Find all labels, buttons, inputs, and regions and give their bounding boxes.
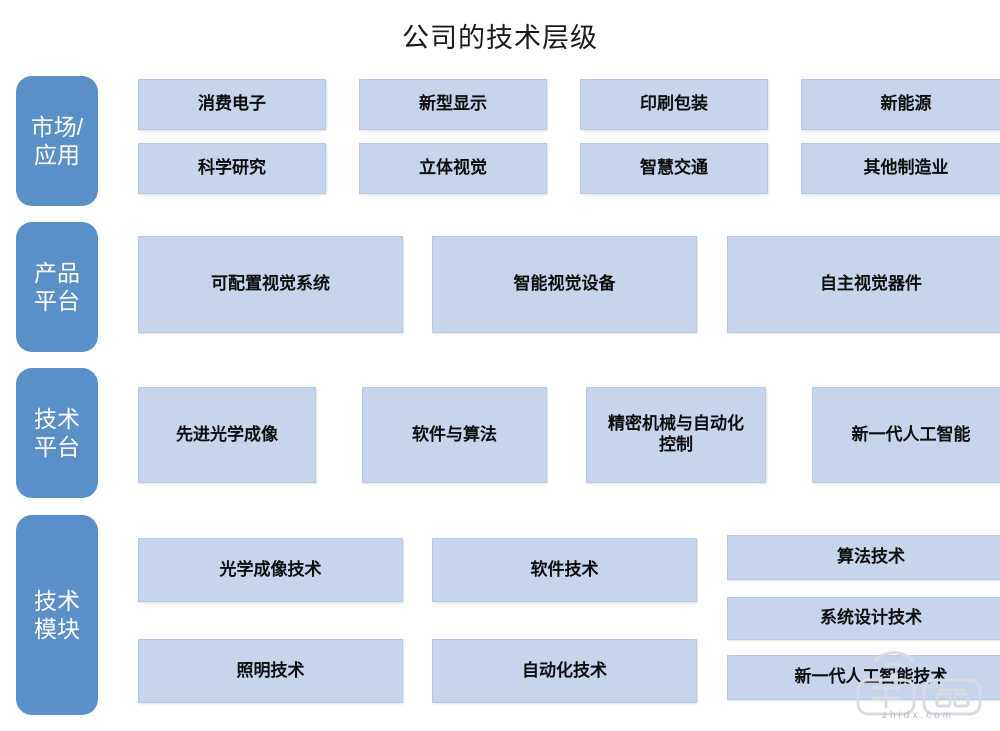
node-box[interactable]: 新一代人工智能 xyxy=(812,387,1000,483)
node-box[interactable]: 可配置视觉系统 xyxy=(138,236,403,333)
node-label: 立体视觉 xyxy=(419,158,487,178)
node-label: 印刷包装 xyxy=(640,94,708,114)
tier-tab-market-application[interactable]: 市场/ 应用 xyxy=(16,76,98,206)
node-box[interactable]: 软件技术 xyxy=(432,538,697,602)
node-label: 软件技术 xyxy=(530,559,599,579)
tier-tab-label: 产品 平台 xyxy=(34,259,80,314)
node-label: 新一代人工智能技术 xyxy=(794,667,948,687)
node-label: 其他制造业 xyxy=(863,158,949,178)
watermark-url: zhidx.com xyxy=(881,710,954,721)
tier-tab-technology-module[interactable]: 技术 模块 xyxy=(16,515,98,715)
node-box[interactable]: 新型显示 xyxy=(359,79,547,130)
tier-tab-label: 技术 模块 xyxy=(34,587,80,642)
tier-tab-technology-platform[interactable]: 技术 平台 xyxy=(16,368,98,498)
node-box[interactable]: 精密机械与自动化 控制 xyxy=(586,387,766,483)
node-label: 光学成像技术 xyxy=(219,559,322,579)
node-box[interactable]: 系统设计技术 xyxy=(727,597,1000,640)
node-label: 自主视觉器件 xyxy=(820,274,922,294)
node-box[interactable]: 印刷包装 xyxy=(580,79,768,130)
node-label: 新能源 xyxy=(880,94,932,114)
node-box[interactable]: 智慧交通 xyxy=(580,143,768,194)
node-box[interactable]: 智能视觉设备 xyxy=(432,236,697,333)
node-label: 先进光学成像 xyxy=(176,424,278,444)
node-box[interactable]: 消费电子 xyxy=(138,79,326,130)
node-box[interactable]: 立体视觉 xyxy=(359,143,547,194)
node-label: 新型显示 xyxy=(419,94,487,114)
node-box[interactable]: 软件与算法 xyxy=(362,387,547,483)
node-label: 新一代人工智能 xyxy=(851,424,971,444)
page-title: 公司的技术层级 xyxy=(402,23,598,53)
node-box[interactable]: 先进光学成像 xyxy=(138,387,316,483)
node-box[interactable]: 其他制造业 xyxy=(801,143,1000,194)
node-box[interactable]: 照明技术 xyxy=(138,639,403,703)
node-label: 系统设计技术 xyxy=(820,608,922,628)
node-label: 消费电子 xyxy=(198,94,266,114)
node-label: 照明技术 xyxy=(236,660,305,680)
node-label: 智慧交通 xyxy=(640,158,708,178)
node-box[interactable]: 科学研究 xyxy=(138,143,326,194)
node-box[interactable]: 新一代人工智能技术 xyxy=(727,655,1000,700)
node-label: 精密机械与自动化 控制 xyxy=(608,414,744,454)
node-label: 自动化技术 xyxy=(522,660,607,680)
node-label: 算法技术 xyxy=(837,547,905,567)
node-label: 科学研究 xyxy=(198,158,266,178)
tier-tab-label: 市场/ 应用 xyxy=(30,113,84,168)
node-box[interactable]: 自主视觉器件 xyxy=(727,236,1000,333)
node-label: 可配置视觉系统 xyxy=(211,274,330,294)
node-box[interactable]: 新能源 xyxy=(801,79,1000,130)
node-label: 软件与算法 xyxy=(412,424,497,444)
node-label: 智能视觉设备 xyxy=(513,274,616,294)
tier-tab-product-platform[interactable]: 产品 平台 xyxy=(16,222,98,352)
node-box[interactable]: 自动化技术 xyxy=(432,639,697,703)
node-box[interactable]: 算法技术 xyxy=(727,535,1000,580)
node-box[interactable]: 光学成像技术 xyxy=(138,538,403,602)
tier-tab-label: 技术 平台 xyxy=(34,405,80,460)
